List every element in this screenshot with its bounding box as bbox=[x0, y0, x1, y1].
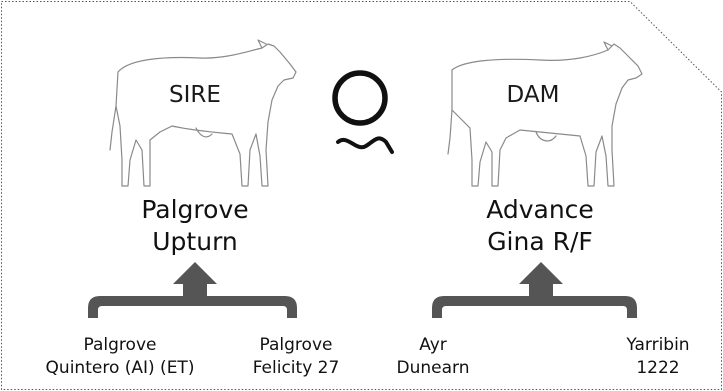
sire-name: Palgrove Upturn bbox=[105, 194, 285, 258]
dam-name-line2: Gina R/F bbox=[487, 227, 593, 256]
sire-parent-2: Palgrove Felicity 27 bbox=[236, 334, 356, 380]
sire-name-line2: Upturn bbox=[152, 227, 238, 256]
sire-parent-2-line2: Felicity 27 bbox=[252, 358, 340, 378]
sire-label: SIRE bbox=[169, 82, 221, 108]
dam-label: DAM bbox=[506, 82, 560, 108]
sire-parent-1-line2: Quintero (AI) (ET) bbox=[45, 358, 195, 378]
dam-name: Advance Gina R/F bbox=[450, 194, 630, 258]
sire-parent-2-line1: Palgrove bbox=[259, 335, 333, 355]
dam-parent-2-line1: Yarribin bbox=[626, 335, 690, 355]
dam-bracket bbox=[432, 262, 637, 318]
dam-name-line1: Advance bbox=[486, 195, 594, 224]
dam-parent-2: Yarribin 1222 bbox=[608, 334, 708, 380]
sire-bull-icon bbox=[109, 39, 297, 187]
sire-parent-1-line1: Palgrove bbox=[83, 335, 157, 355]
dam-parent-1-line1: Ayr bbox=[419, 335, 447, 355]
dam-parent-1-line2: Dunearn bbox=[396, 358, 470, 378]
sire-parent-1: Palgrove Quintero (AI) (ET) bbox=[20, 334, 220, 380]
sire-name-line1: Palgrove bbox=[141, 195, 249, 224]
dam-cow-icon bbox=[447, 41, 643, 187]
dam-parent-1: Ayr Dunearn bbox=[378, 334, 488, 380]
dam-parent-2-line2: 1222 bbox=[636, 358, 680, 378]
sire-bracket bbox=[88, 262, 297, 318]
p-logo-icon bbox=[332, 70, 394, 154]
